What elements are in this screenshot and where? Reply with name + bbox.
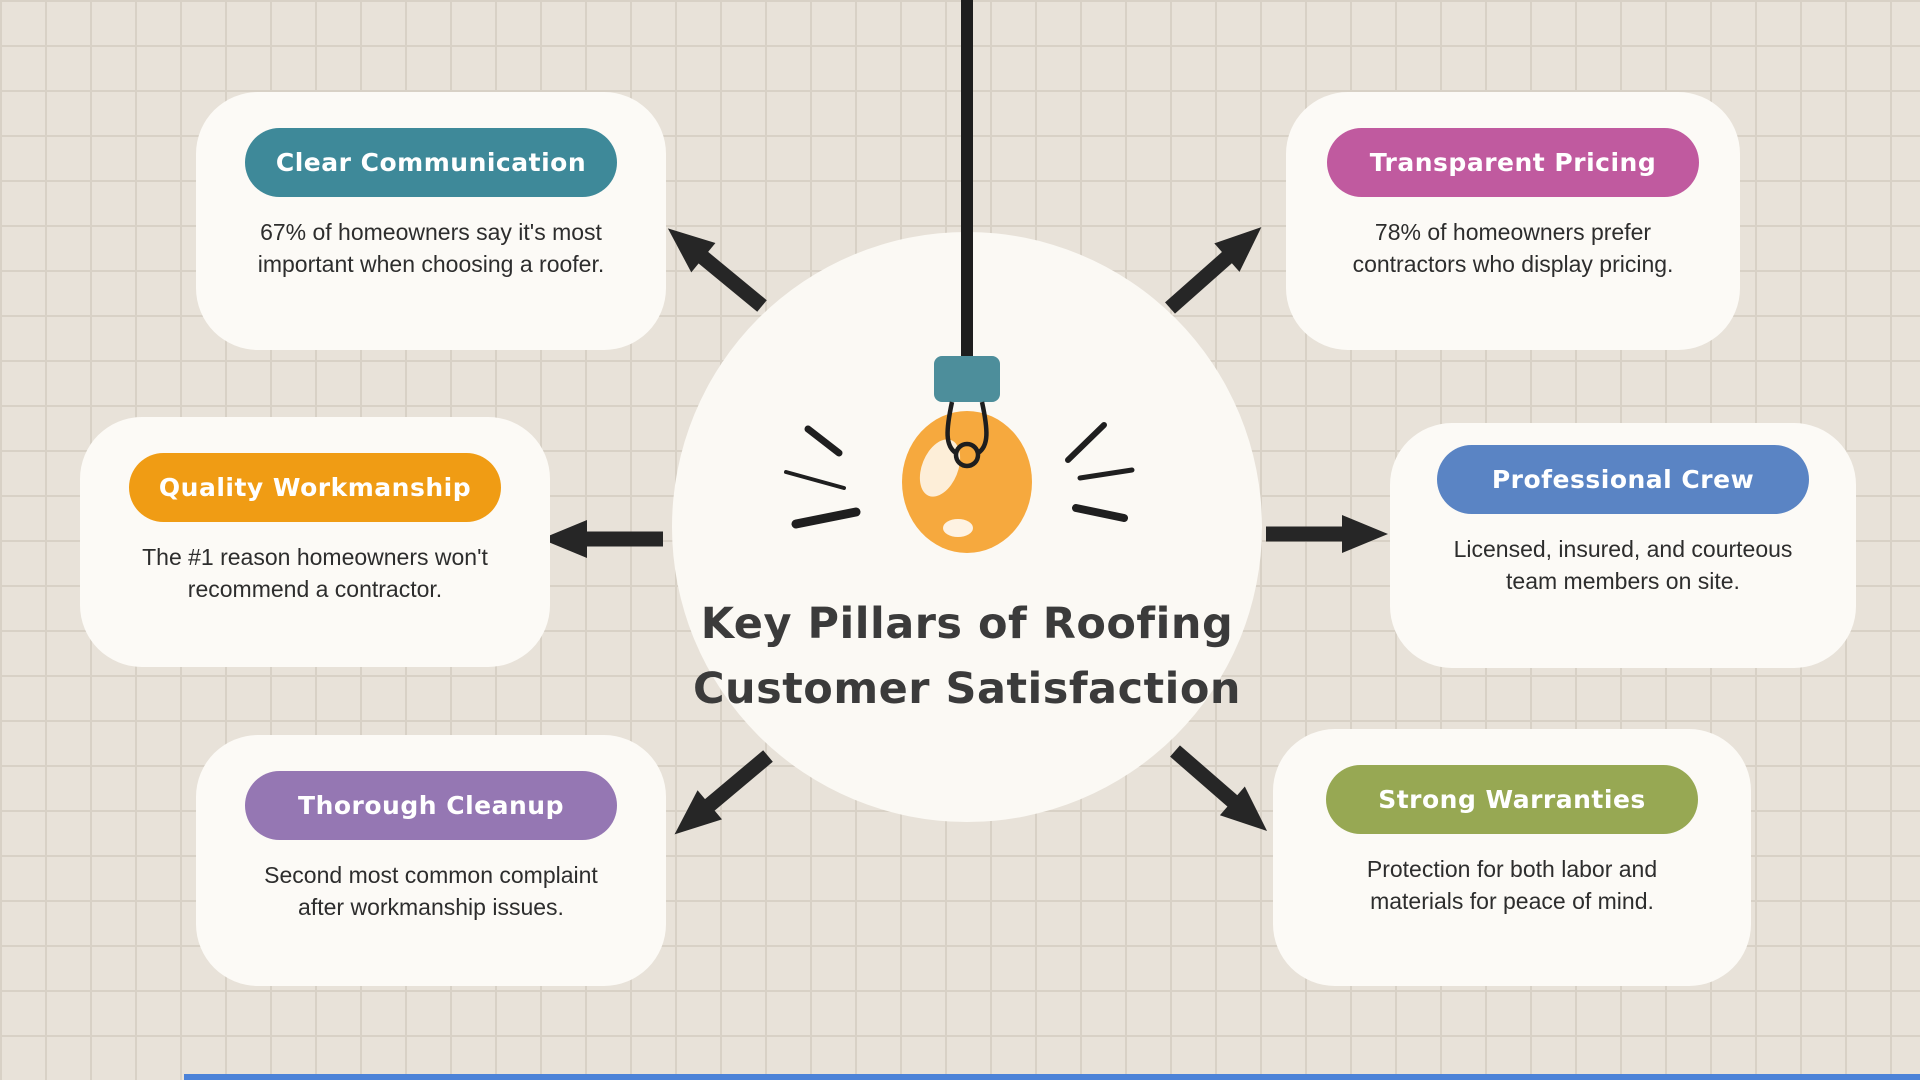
card-transparent-pricing: Transparent Pricing 78% of homeowners pr…: [1286, 92, 1740, 350]
card-body-strong-warranties: Protection for both labor and materials …: [1366, 856, 1658, 914]
card-body-transparent-pricing: 78% of homeowners prefer contractors who…: [1352, 219, 1674, 277]
bulb-filament: [945, 401, 989, 469]
card-pill-transparent-pricing: Transparent Pricing: [1327, 128, 1699, 197]
card-body-quality-workmanship: The #1 reason homeowners won't recommend…: [142, 544, 488, 602]
lightbulb-icon: [784, 0, 1135, 553]
card-pill-thorough-cleanup: Thorough Cleanup: [245, 771, 617, 840]
card-body-clear-communication: 67% of homeowners say it's most importan…: [257, 219, 605, 277]
bottom-accent-bar: [184, 1074, 1920, 1080]
card-pill-quality-workmanship: Quality Workmanship: [129, 453, 501, 522]
arrow-left: [541, 520, 663, 558]
arrow-bottom-right: [1170, 745, 1268, 832]
card-clear-communication: Clear Communication 67% of homeowners sa…: [196, 92, 666, 350]
arrow-bottom-left: [674, 750, 773, 835]
center-title-line1: Key Pillars of Roofing: [700, 599, 1234, 649]
card-title-professional-crew: Professional Crew: [1491, 465, 1755, 494]
arrow-right: [1266, 515, 1388, 553]
pendant-cord: [961, 0, 973, 362]
card-title-transparent-pricing: Transparent Pricing: [1369, 148, 1657, 177]
card-title-quality-workmanship: Quality Workmanship: [158, 473, 472, 502]
bulb-rays: [784, 422, 1135, 529]
arrow-top-right: [1165, 227, 1262, 314]
card-title-thorough-cleanup: Thorough Cleanup: [298, 791, 564, 820]
card-title-strong-warranties: Strong Warranties: [1378, 785, 1646, 814]
center-title: Key Pillars of Roofing Customer Satisfac…: [672, 592, 1262, 723]
arrow-top-left: [667, 228, 767, 312]
bulb-highlight-small: [943, 519, 973, 537]
card-strong-warranties: Strong Warranties Protection for both la…: [1273, 729, 1751, 986]
card-quality-workmanship: Quality Workmanship The #1 reason homeow…: [80, 417, 550, 667]
card-thorough-cleanup: Thorough Cleanup Second most common comp…: [196, 735, 666, 986]
bulb-highlight: [919, 439, 961, 497]
card-body-professional-crew: Licensed, insured, and courteous team me…: [1453, 536, 1793, 594]
card-body-thorough-cleanup: Second most common complaint after workm…: [264, 862, 598, 920]
card-pill-clear-communication: Clear Communication: [245, 128, 617, 197]
bulb-socket: [934, 356, 1000, 402]
card-professional-crew: Professional Crew Licensed, insured, and…: [1390, 423, 1856, 668]
center-title-line2: Customer Satisfaction: [692, 664, 1242, 715]
card-pill-professional-crew: Professional Crew: [1437, 445, 1809, 514]
card-pill-strong-warranties: Strong Warranties: [1326, 765, 1698, 834]
card-title-clear-communication: Clear Communication: [275, 148, 587, 177]
